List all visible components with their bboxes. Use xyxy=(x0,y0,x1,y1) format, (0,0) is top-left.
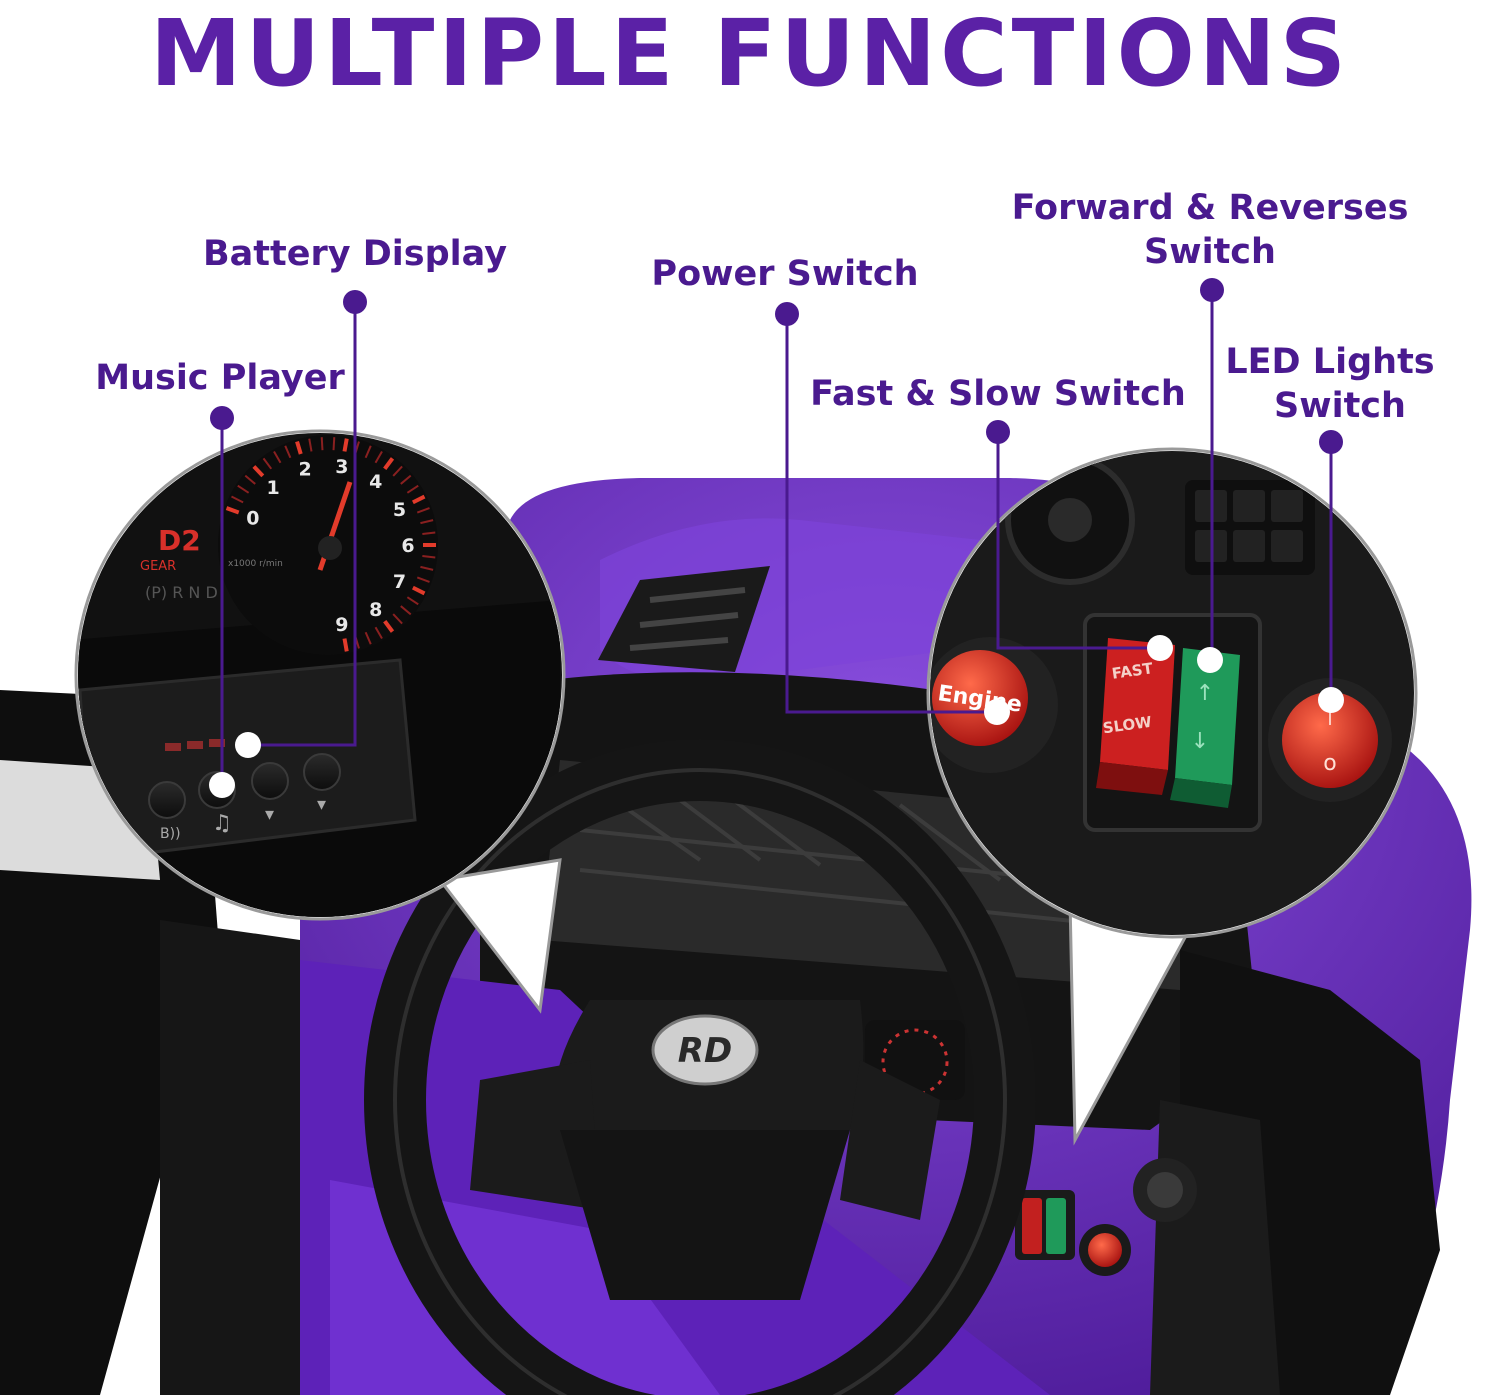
gauge-tick xyxy=(406,596,419,606)
arrow-down-icon: ↓ xyxy=(1191,729,1209,754)
gauge-tick xyxy=(244,474,256,485)
callout-dots xyxy=(209,278,1344,798)
gauge-tick xyxy=(411,585,426,596)
label-led-2: Switch xyxy=(1274,386,1406,426)
gauge-tick xyxy=(383,457,395,470)
gauge-tick xyxy=(400,474,412,485)
label-forward-reverse-1: Forward & Reverses xyxy=(1011,188,1409,228)
zoom-circle-left: 012 345 6 789 D2 GEAR (P) R N D x1000 r/min… xyxy=(74,429,566,1014)
volume-down-button[interactable] xyxy=(251,762,289,800)
volume-up-icon: ▾ xyxy=(317,794,326,815)
music-note-icon: ♫ xyxy=(212,811,232,836)
gauge-tick xyxy=(273,450,282,464)
gauge-tick xyxy=(406,484,419,494)
forward-reverse-switch[interactable]: ↑ ↓ xyxy=(1170,648,1240,808)
gauge-tick xyxy=(320,437,324,451)
gauge-tick xyxy=(392,465,403,477)
gauge-tick xyxy=(400,605,412,616)
gauge-number: 2 xyxy=(298,458,311,480)
gauge-tick xyxy=(422,555,436,559)
led-off-icon: o xyxy=(1323,751,1336,776)
gauge-tick xyxy=(262,457,273,470)
hood-vent xyxy=(598,566,770,672)
gauge-tick xyxy=(420,519,434,525)
gauge-tick xyxy=(420,565,434,571)
gauge-tick xyxy=(231,495,244,504)
gauge-tick xyxy=(416,507,430,514)
led-on-icon: | xyxy=(1327,701,1334,725)
gauge-number: 3 xyxy=(335,456,348,478)
gauge-number: 5 xyxy=(393,499,406,521)
gauge-tick xyxy=(374,626,383,640)
label-music-player: Music Player xyxy=(95,358,345,398)
bluetooth-button[interactable] xyxy=(148,781,186,819)
gauge-number: 1 xyxy=(266,477,279,499)
volume-up-button[interactable] xyxy=(303,753,341,791)
gauge-tick xyxy=(295,440,303,455)
label-forward-reverse-2: Switch xyxy=(1144,232,1276,272)
gauge-number: 6 xyxy=(401,535,414,557)
steering-wheel[interactable]: RD xyxy=(364,739,1036,1395)
gauge-tick xyxy=(342,638,349,652)
gauge-tick xyxy=(383,620,395,633)
gauge-tick xyxy=(364,631,372,645)
arrow-up-icon: ↑ xyxy=(1196,681,1214,706)
gauge-tick xyxy=(237,484,250,494)
gauge-tick xyxy=(252,465,265,478)
gauge-tick xyxy=(374,450,383,464)
bluetooth-icon: B)) xyxy=(160,826,181,842)
gear-code: D2 xyxy=(158,524,201,557)
gauge-number: 8 xyxy=(369,599,382,621)
gauge-tick xyxy=(225,506,240,515)
zoom-circle-right: Engine FAST SLOW ↑ ↓ | o xyxy=(926,447,1418,1146)
gauge-number: 0 xyxy=(246,508,259,530)
gauge-tick xyxy=(411,494,426,505)
rpm-unit: x1000 r/min xyxy=(228,559,283,569)
gauge-tick xyxy=(392,613,403,625)
gauge-number: 9 xyxy=(335,614,348,636)
gauge-tick xyxy=(364,445,372,459)
gauge-tick xyxy=(332,437,336,451)
gear-label: GEAR xyxy=(140,559,176,574)
page-title: MULTIPLE FUNCTIONS xyxy=(149,0,1351,107)
gauge-tick xyxy=(342,438,349,452)
callout-lines xyxy=(220,290,1333,785)
gauge-tick xyxy=(416,576,430,583)
gauge-tick xyxy=(422,531,436,535)
gauge-tick xyxy=(308,438,313,452)
label-power-switch: Power Switch xyxy=(651,254,919,294)
label-fast-slow: Fast & Slow Switch xyxy=(810,374,1186,414)
led-lights-switch[interactable]: | o xyxy=(1268,678,1392,802)
gauge-number: 4 xyxy=(369,471,382,493)
dash-switch-cluster xyxy=(1015,1158,1197,1276)
steering-logo: RD xyxy=(678,1031,732,1071)
gear-row: (P) R N D xyxy=(145,583,218,602)
label-led-1: LED Lights xyxy=(1225,342,1435,382)
fast-label: FAST xyxy=(1111,659,1155,683)
volume-down-icon: ▾ xyxy=(265,804,274,825)
gauge-number: 7 xyxy=(393,571,406,593)
fast-slow-switch[interactable]: FAST SLOW xyxy=(1096,638,1175,795)
rpm-gauge: 012 345 6 789 xyxy=(218,435,438,655)
label-battery-display: Battery Display xyxy=(202,234,508,274)
gauge-tick xyxy=(284,445,292,459)
